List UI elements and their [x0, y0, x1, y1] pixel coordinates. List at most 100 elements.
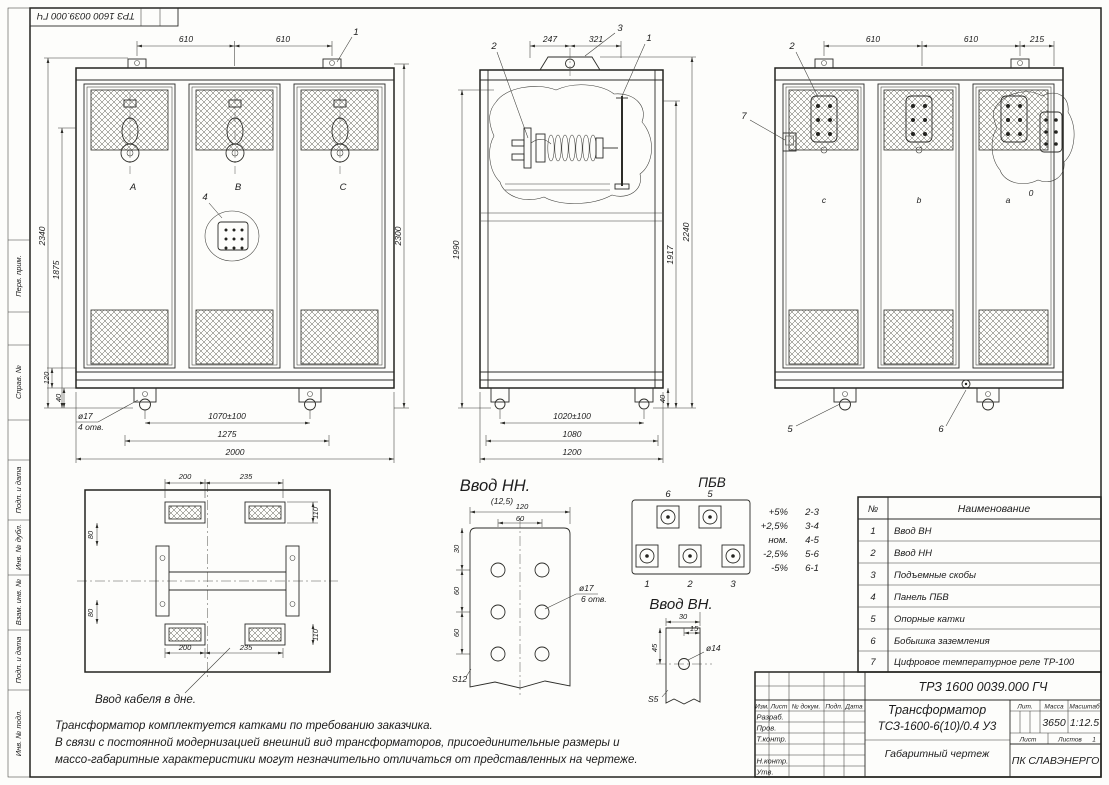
plan-dim-200-top: 200: [178, 472, 192, 481]
margin-label-podp2: Подп. и дата: [14, 637, 23, 684]
note-line-3: массо-габаритные характеристики могут не…: [55, 754, 638, 766]
plan-dim-235-top: 235: [239, 472, 253, 481]
parts-header-no: №: [868, 504, 878, 515]
phase-label-b: b: [917, 195, 922, 205]
cable-entry-note: Ввод кабеля в дне.: [95, 694, 196, 706]
plan-dim-80-top: 80: [86, 530, 95, 539]
tap-pair: 5-6: [805, 549, 819, 560]
part-name: Опорные катки: [894, 614, 965, 625]
vn-thickness: S5: [648, 694, 659, 704]
vn-dim-45: 45: [650, 643, 659, 652]
front-dim-120: 120: [42, 371, 51, 384]
parts-header-name: Наименование: [958, 503, 1031, 515]
side-dim-40: 40: [658, 394, 667, 403]
bushing-icon: [225, 94, 245, 174]
side-dim-1917: 1917: [665, 245, 675, 264]
lifting-lug-icon: [814, 58, 1030, 69]
lit-label: Лит.: [1016, 704, 1032, 711]
row-developed: Разраб.: [757, 713, 784, 722]
part-name: Бобышка заземления: [894, 636, 990, 647]
part-name: Подъемные скобы: [894, 570, 976, 581]
tap-pct: +2,5%: [761, 521, 789, 532]
tap-pct: +5%: [769, 507, 789, 518]
ventilation-mesh: [978, 309, 1049, 365]
pbv-terminal: [635, 505, 745, 568]
front-dim-610-right: 610: [276, 34, 290, 44]
phase-label-c: c: [822, 195, 827, 205]
note-line-2: В связи с постоянной модернизацией внешн…: [55, 737, 620, 749]
roller-icon: [133, 387, 322, 411]
pbv-term-5: 5: [707, 489, 713, 500]
title-doc-number: ТРЗ 1600 0039.000 ГЧ: [919, 680, 1049, 694]
callout-4: 4: [202, 192, 207, 203]
tap-pair: 4-5: [805, 535, 819, 546]
terminal-pad-icon: [810, 95, 838, 154]
phase-label-a: a: [1006, 195, 1011, 205]
col-doc: № докум.: [792, 703, 821, 711]
sheet-frame: Перв. прим. Справ. № Подп. и дата Инв. №…: [7, 7, 1102, 778]
part-name: Ввод НН: [894, 548, 932, 559]
lifting-lug-icon: [127, 58, 342, 69]
nn-dim-60a: 60: [452, 586, 461, 595]
phase-label-a: A: [129, 182, 136, 193]
side-dimensions: 247 321 1990 2240 1917 40 1020±100 1080 …: [451, 34, 696, 463]
vn-title: Ввод ВН.: [649, 596, 712, 613]
part-no: 6: [870, 636, 876, 647]
front-dim-2340: 2340: [37, 226, 47, 246]
col-list: Лист: [770, 704, 788, 711]
back-doors: [782, 83, 1055, 369]
sheets-value: 1: [1092, 737, 1096, 744]
row-checked: Пров.: [757, 724, 777, 733]
mass-label: Масса: [1044, 704, 1064, 711]
margin-label-inv-podl: Инв. № подл.: [14, 710, 23, 757]
phase-label-0: 0: [1029, 188, 1034, 198]
scale-value: 1:12.5: [1070, 717, 1099, 729]
plan-dim-200-bottom: 200: [178, 643, 192, 652]
margin-label-inv-dubl: Инв. № дубл.: [14, 524, 23, 570]
parts-row: 7 Цифровое температурное реле ТР-100: [870, 657, 1075, 668]
plan-dim-110-bottom: 110: [311, 628, 320, 641]
back-dim-215: 215: [1029, 34, 1044, 44]
ventilation-mesh: [195, 309, 274, 365]
part-no: 2: [869, 548, 876, 559]
lifting-bracket-icon: [539, 48, 601, 80]
parts-row: 3 Подъемные скобы: [870, 570, 976, 581]
pbv-term-3: 3: [730, 579, 736, 590]
side-dim-247: 247: [542, 34, 557, 44]
doc-type: Габаритный чертеж: [885, 748, 990, 760]
vn-dim-30: 30: [679, 612, 688, 621]
col-izm: Изм.: [755, 704, 769, 711]
notes: Трансформатор комплектуется катками по т…: [55, 720, 638, 766]
phase-label-c: C: [340, 182, 347, 193]
callout-7: 7: [741, 111, 747, 122]
tap-pair: 2-3: [804, 507, 819, 518]
row-approved: Утв.: [756, 768, 774, 777]
side-dim-1200: 1200: [563, 447, 582, 457]
title-block: ТРЗ 1600 0039.000 ГЧ Изм. Лист № докум. …: [754, 671, 1102, 778]
pbv-detail: ПБВ 6 5 1 2 3 +5% 2-3 +2,5% 3-4 ном. 4-5…: [631, 475, 820, 590]
margin-label-vzam: Взам. инв. №: [14, 579, 23, 625]
base-plan: 200 235 110 80 80 200 235 110 Ввод кабел…: [77, 472, 338, 706]
side-dim-2240: 2240: [681, 222, 691, 242]
margin-label-sprav: Справ. №: [14, 365, 23, 399]
base-beam: [155, 545, 300, 617]
grounding-boss-icon: [961, 379, 971, 389]
ventilation-mesh: [978, 89, 1049, 151]
side-dim-1990: 1990: [451, 240, 461, 259]
temp-relay-icon: [782, 132, 797, 152]
part-no: 5: [870, 614, 876, 625]
front-view: A B C 4 610 610: [37, 27, 409, 463]
vn-dim-15: 15: [690, 624, 699, 633]
pbv-term-2: 2: [686, 579, 693, 590]
front-dim-1875: 1875: [51, 260, 61, 279]
nn-title: Ввод НН.: [460, 477, 531, 495]
nn-dim-60: 60: [516, 514, 525, 523]
base-plan-dimensions: 200 235 110 80 80 200 235 110 Ввод кабел…: [86, 472, 320, 706]
product-model: ТСЗ-1600-6(10)/0.4 У3: [878, 721, 997, 733]
bushing-side-cloud: [489, 84, 652, 204]
side-dim-321: 321: [589, 34, 603, 44]
side-view: 2 3 1 247 321 1990 2240 1917 40 1: [451, 23, 696, 463]
back-dim-610-left: 610: [866, 34, 880, 44]
